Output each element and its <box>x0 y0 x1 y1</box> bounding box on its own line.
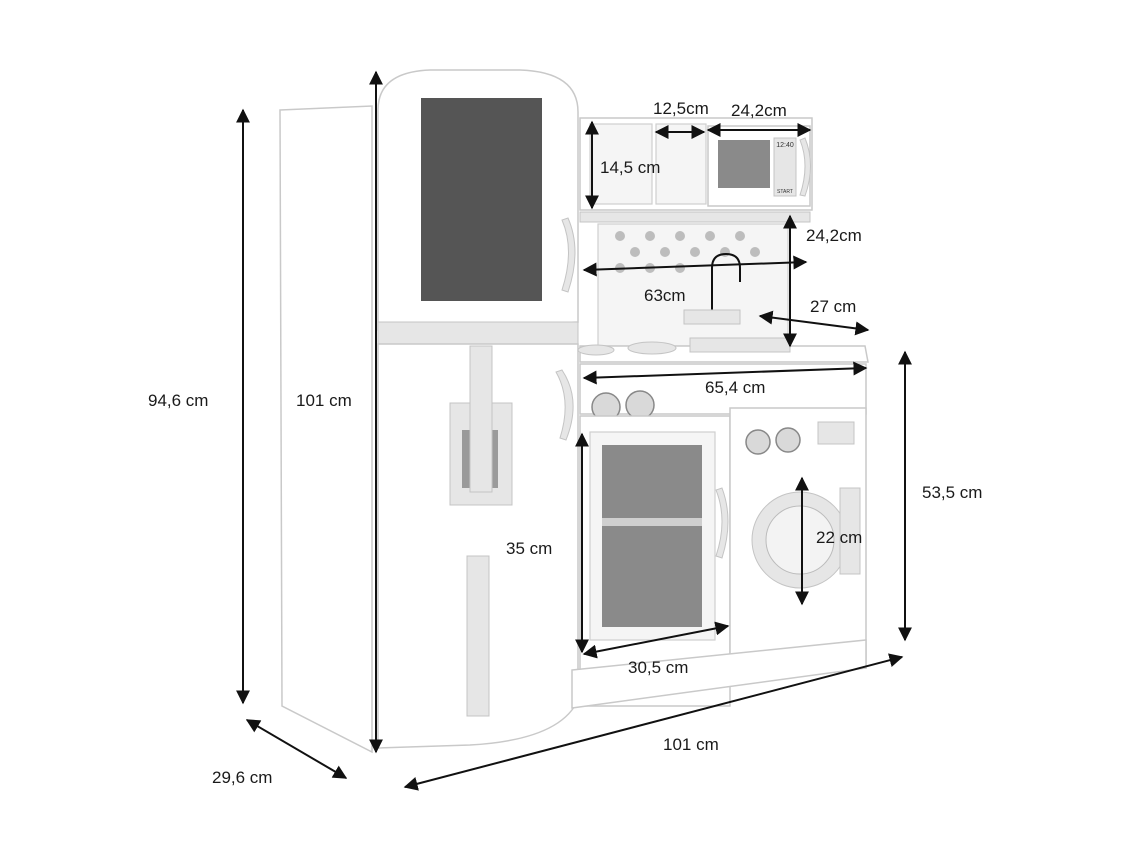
label-counter-width: 65,4 cm <box>705 378 765 397</box>
utensil-rail <box>579 211 811 223</box>
fridge-lower-handle-top <box>469 345 493 493</box>
label-upper-shelf-height: 14,5 cm <box>600 158 660 177</box>
label-backsplash-width: 63cm <box>644 286 686 305</box>
microwave-handle <box>799 137 811 197</box>
microwave-window <box>718 140 770 188</box>
oven-rack <box>602 518 702 526</box>
dimension-lines <box>236 70 912 791</box>
dimline-oven-width <box>582 621 730 659</box>
dimline-depth <box>245 719 348 779</box>
fridge-side-panel <box>279 105 373 754</box>
play-kitchen-illustration: 12:40 START <box>279 69 869 754</box>
fridge-side-handle <box>555 369 574 441</box>
stove-burner-1 <box>577 344 615 356</box>
label-base-height: 53,5 cm <box>922 483 982 502</box>
fridge-divider <box>377 321 579 345</box>
dimline-sink-depth <box>758 310 870 336</box>
label-microwave-width: 24,2cm <box>731 101 787 120</box>
faucet-base <box>683 309 741 325</box>
stove-burner-2 <box>627 341 677 355</box>
label-washer-door: 22 cm <box>816 528 862 547</box>
fridge-lower-handle-bottom <box>466 555 490 717</box>
dimline-total-width <box>403 653 904 791</box>
label-backsplash-height: 24,2cm <box>806 226 862 245</box>
hutch-shelf-left <box>589 123 653 205</box>
label-total-width: 101 cm <box>663 735 719 754</box>
label-shelf-width: 12,5cm <box>653 99 709 118</box>
label-oven-height: 35 cm <box>506 539 552 558</box>
hutch-shelf-mid <box>655 123 707 205</box>
dimline-backsplash-width <box>582 255 808 277</box>
dimension-labels: 94,6 cm 101 cm 29,6 cm 101 cm 12,5cm 24,… <box>148 99 982 787</box>
microwave-clock: 12:40 <box>776 142 794 149</box>
washer-door-handle <box>839 487 861 575</box>
stove-knob-2 <box>625 390 655 420</box>
label-fridge-height: 101 cm <box>296 391 352 410</box>
fridge-upper-window <box>421 98 542 301</box>
microwave-start-label: START <box>777 189 793 195</box>
sink <box>689 337 791 353</box>
backsplash-dots <box>615 231 760 273</box>
oven-window <box>602 445 702 627</box>
washer-knob-2 <box>775 427 801 453</box>
dimline-counter-width <box>582 361 868 385</box>
label-overall-height: 94,6 cm <box>148 391 208 410</box>
fridge-upper-handle <box>561 217 576 293</box>
washer-knob-1 <box>745 429 771 455</box>
oven-handle <box>715 487 729 559</box>
label-sink-depth: 27 cm <box>810 297 856 316</box>
label-oven-width: 30,5 cm <box>628 658 688 677</box>
backsplash <box>597 223 789 347</box>
microwave-keypad <box>773 137 797 197</box>
washer-detergent-drawer <box>817 421 855 445</box>
label-depth: 29,6 cm <box>212 768 272 787</box>
